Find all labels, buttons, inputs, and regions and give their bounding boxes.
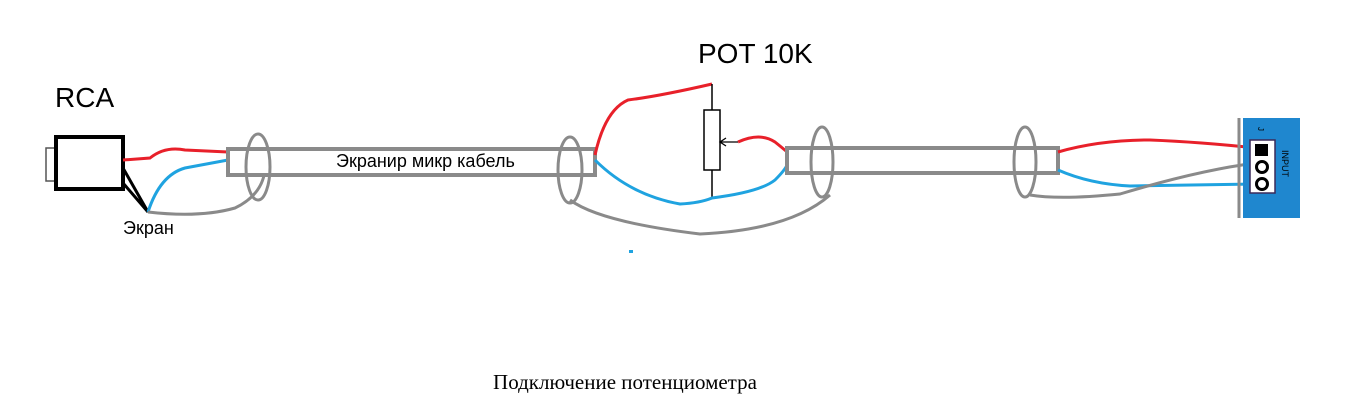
- gray-wire-right: [1029, 161, 1257, 199]
- figure-caption: Подключение потенциометра: [493, 370, 757, 394]
- red-wire-left: [122, 147, 229, 162]
- blue-wire-right: [1057, 168, 1257, 188]
- cable-ring: [556, 135, 584, 205]
- red-wire-pot: [593, 82, 713, 156]
- cable-ring: [1012, 125, 1038, 199]
- cable-ring: [244, 132, 272, 202]
- stray-dot: [629, 250, 633, 253]
- blue-wire-pot: [593, 158, 789, 206]
- rca-plug: [45, 135, 150, 213]
- board-input-label: INPUT: [1280, 150, 1290, 178]
- gray-wire-left: [147, 169, 267, 216]
- shielded-cable-2: [785, 146, 1060, 175]
- red-wire-wiper: [737, 135, 789, 154]
- gray-wire-middle: [569, 193, 831, 236]
- pot-label: POT 10K: [698, 38, 813, 69]
- cable-ring: [809, 125, 835, 199]
- blue-wire-left: [146, 158, 229, 213]
- cable-label: Экранир микр кабель: [336, 151, 515, 171]
- potentiometer: [703, 84, 738, 198]
- rca-label: RCA: [55, 82, 114, 113]
- board-j-label: J: [1256, 127, 1265, 131]
- red-wire-right: [1057, 138, 1257, 154]
- input-board: INPUT J: [1237, 118, 1300, 218]
- shield-label: Экран: [123, 218, 174, 238]
